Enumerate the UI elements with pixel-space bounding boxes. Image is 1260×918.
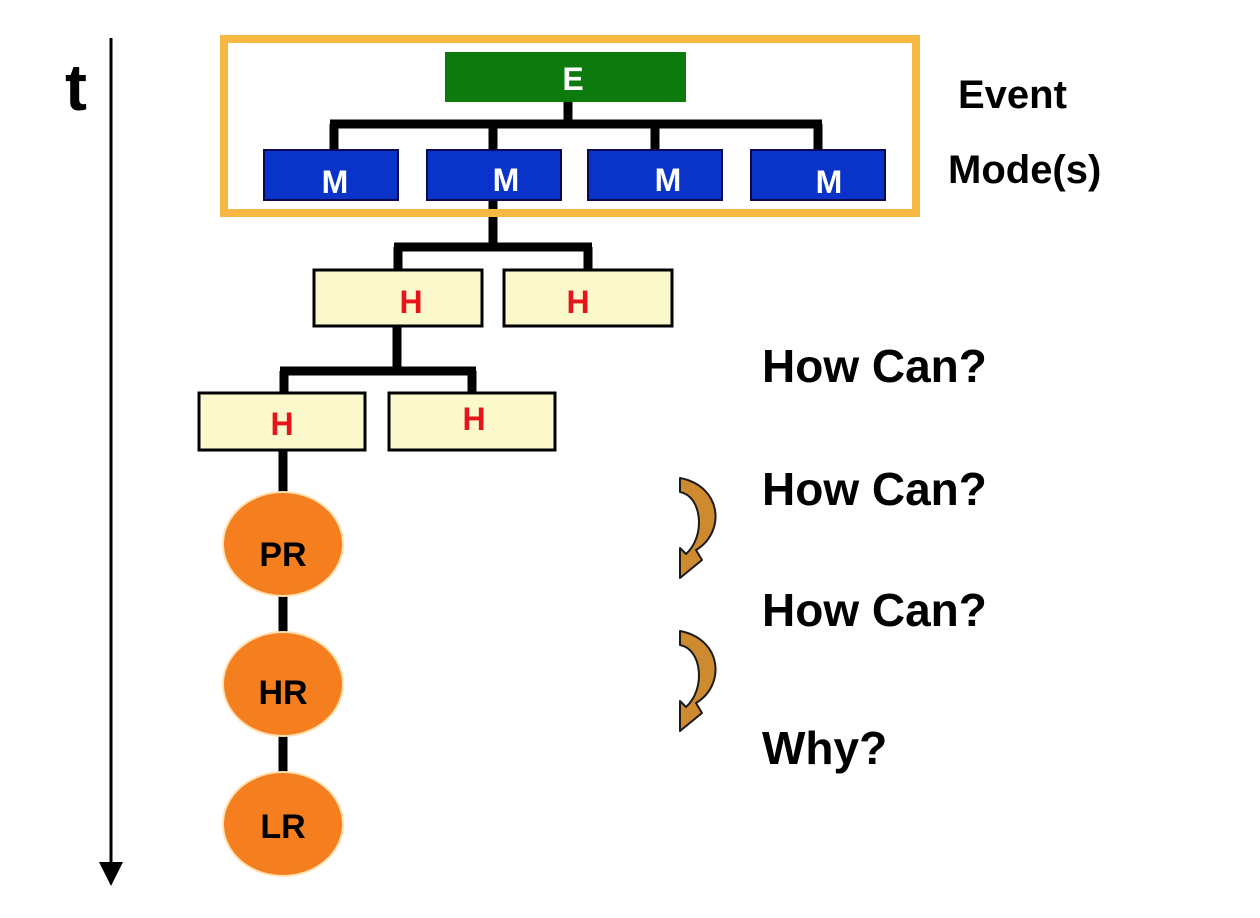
time-axis-arrowhead bbox=[99, 862, 123, 886]
time-axis-label: t bbox=[65, 50, 87, 124]
event-box bbox=[445, 52, 686, 102]
modes-side-label: Mode(s) bbox=[948, 148, 1101, 192]
question-label: How Can? bbox=[762, 584, 987, 636]
hypothesis-label: H bbox=[462, 401, 485, 437]
hypothesis-label: H bbox=[566, 284, 589, 320]
mode-label: M bbox=[816, 164, 843, 200]
curved-arrow-icon bbox=[679, 630, 717, 732]
mode-node: M bbox=[263, 149, 399, 201]
root-cause-label: PR bbox=[259, 536, 306, 574]
event-label: E bbox=[562, 61, 583, 97]
hypothesis-box bbox=[387, 391, 557, 452]
mode-node: M bbox=[587, 149, 723, 201]
hypothesis-node: H bbox=[387, 391, 557, 452]
mode-node: M bbox=[426, 149, 562, 201]
hypothesis-level-2: H H bbox=[197, 391, 557, 452]
root-cause-node: HR bbox=[222, 631, 344, 737]
hypothesis-label: H bbox=[270, 406, 293, 442]
tree-connectors bbox=[278, 102, 823, 774]
root-cause-label: HR bbox=[258, 674, 307, 712]
question-label: How Can? bbox=[762, 463, 987, 515]
root-cause-node: LR bbox=[222, 771, 344, 877]
root-cause-circle bbox=[222, 771, 344, 877]
question-label: Why? bbox=[762, 722, 887, 774]
event-side-label: Event bbox=[958, 73, 1067, 117]
hypothesis-box bbox=[312, 268, 484, 328]
hypothesis-level-1: H H bbox=[312, 268, 674, 328]
mode-box bbox=[263, 149, 399, 201]
event-node: E bbox=[445, 52, 686, 102]
hypothesis-label: H bbox=[399, 284, 422, 320]
mode-node: M bbox=[750, 149, 886, 201]
curved-arrow-icon bbox=[679, 477, 717, 579]
question-label: How Can? bbox=[762, 340, 987, 392]
hypothesis-box bbox=[197, 391, 367, 452]
hypothesis-box bbox=[502, 268, 674, 328]
mode-box bbox=[750, 149, 886, 201]
root-cause-circle bbox=[222, 491, 344, 597]
mode-label: M bbox=[655, 162, 682, 198]
root-cause-circle bbox=[222, 631, 344, 737]
root-cause-nodes: PR HR LR bbox=[222, 491, 344, 877]
hypothesis-node: H bbox=[312, 268, 484, 328]
mode-label: M bbox=[322, 164, 349, 200]
mode-box bbox=[587, 149, 723, 201]
mode-label: M bbox=[493, 162, 520, 198]
mode-nodes: M M M M bbox=[263, 149, 886, 201]
root-cause-node: PR bbox=[222, 491, 344, 597]
event-modes-frame bbox=[220, 35, 920, 217]
hypothesis-node: H bbox=[502, 268, 674, 328]
hypothesis-node: H bbox=[197, 391, 367, 452]
root-cause-label: LR bbox=[260, 808, 305, 846]
mode-box bbox=[426, 149, 562, 201]
